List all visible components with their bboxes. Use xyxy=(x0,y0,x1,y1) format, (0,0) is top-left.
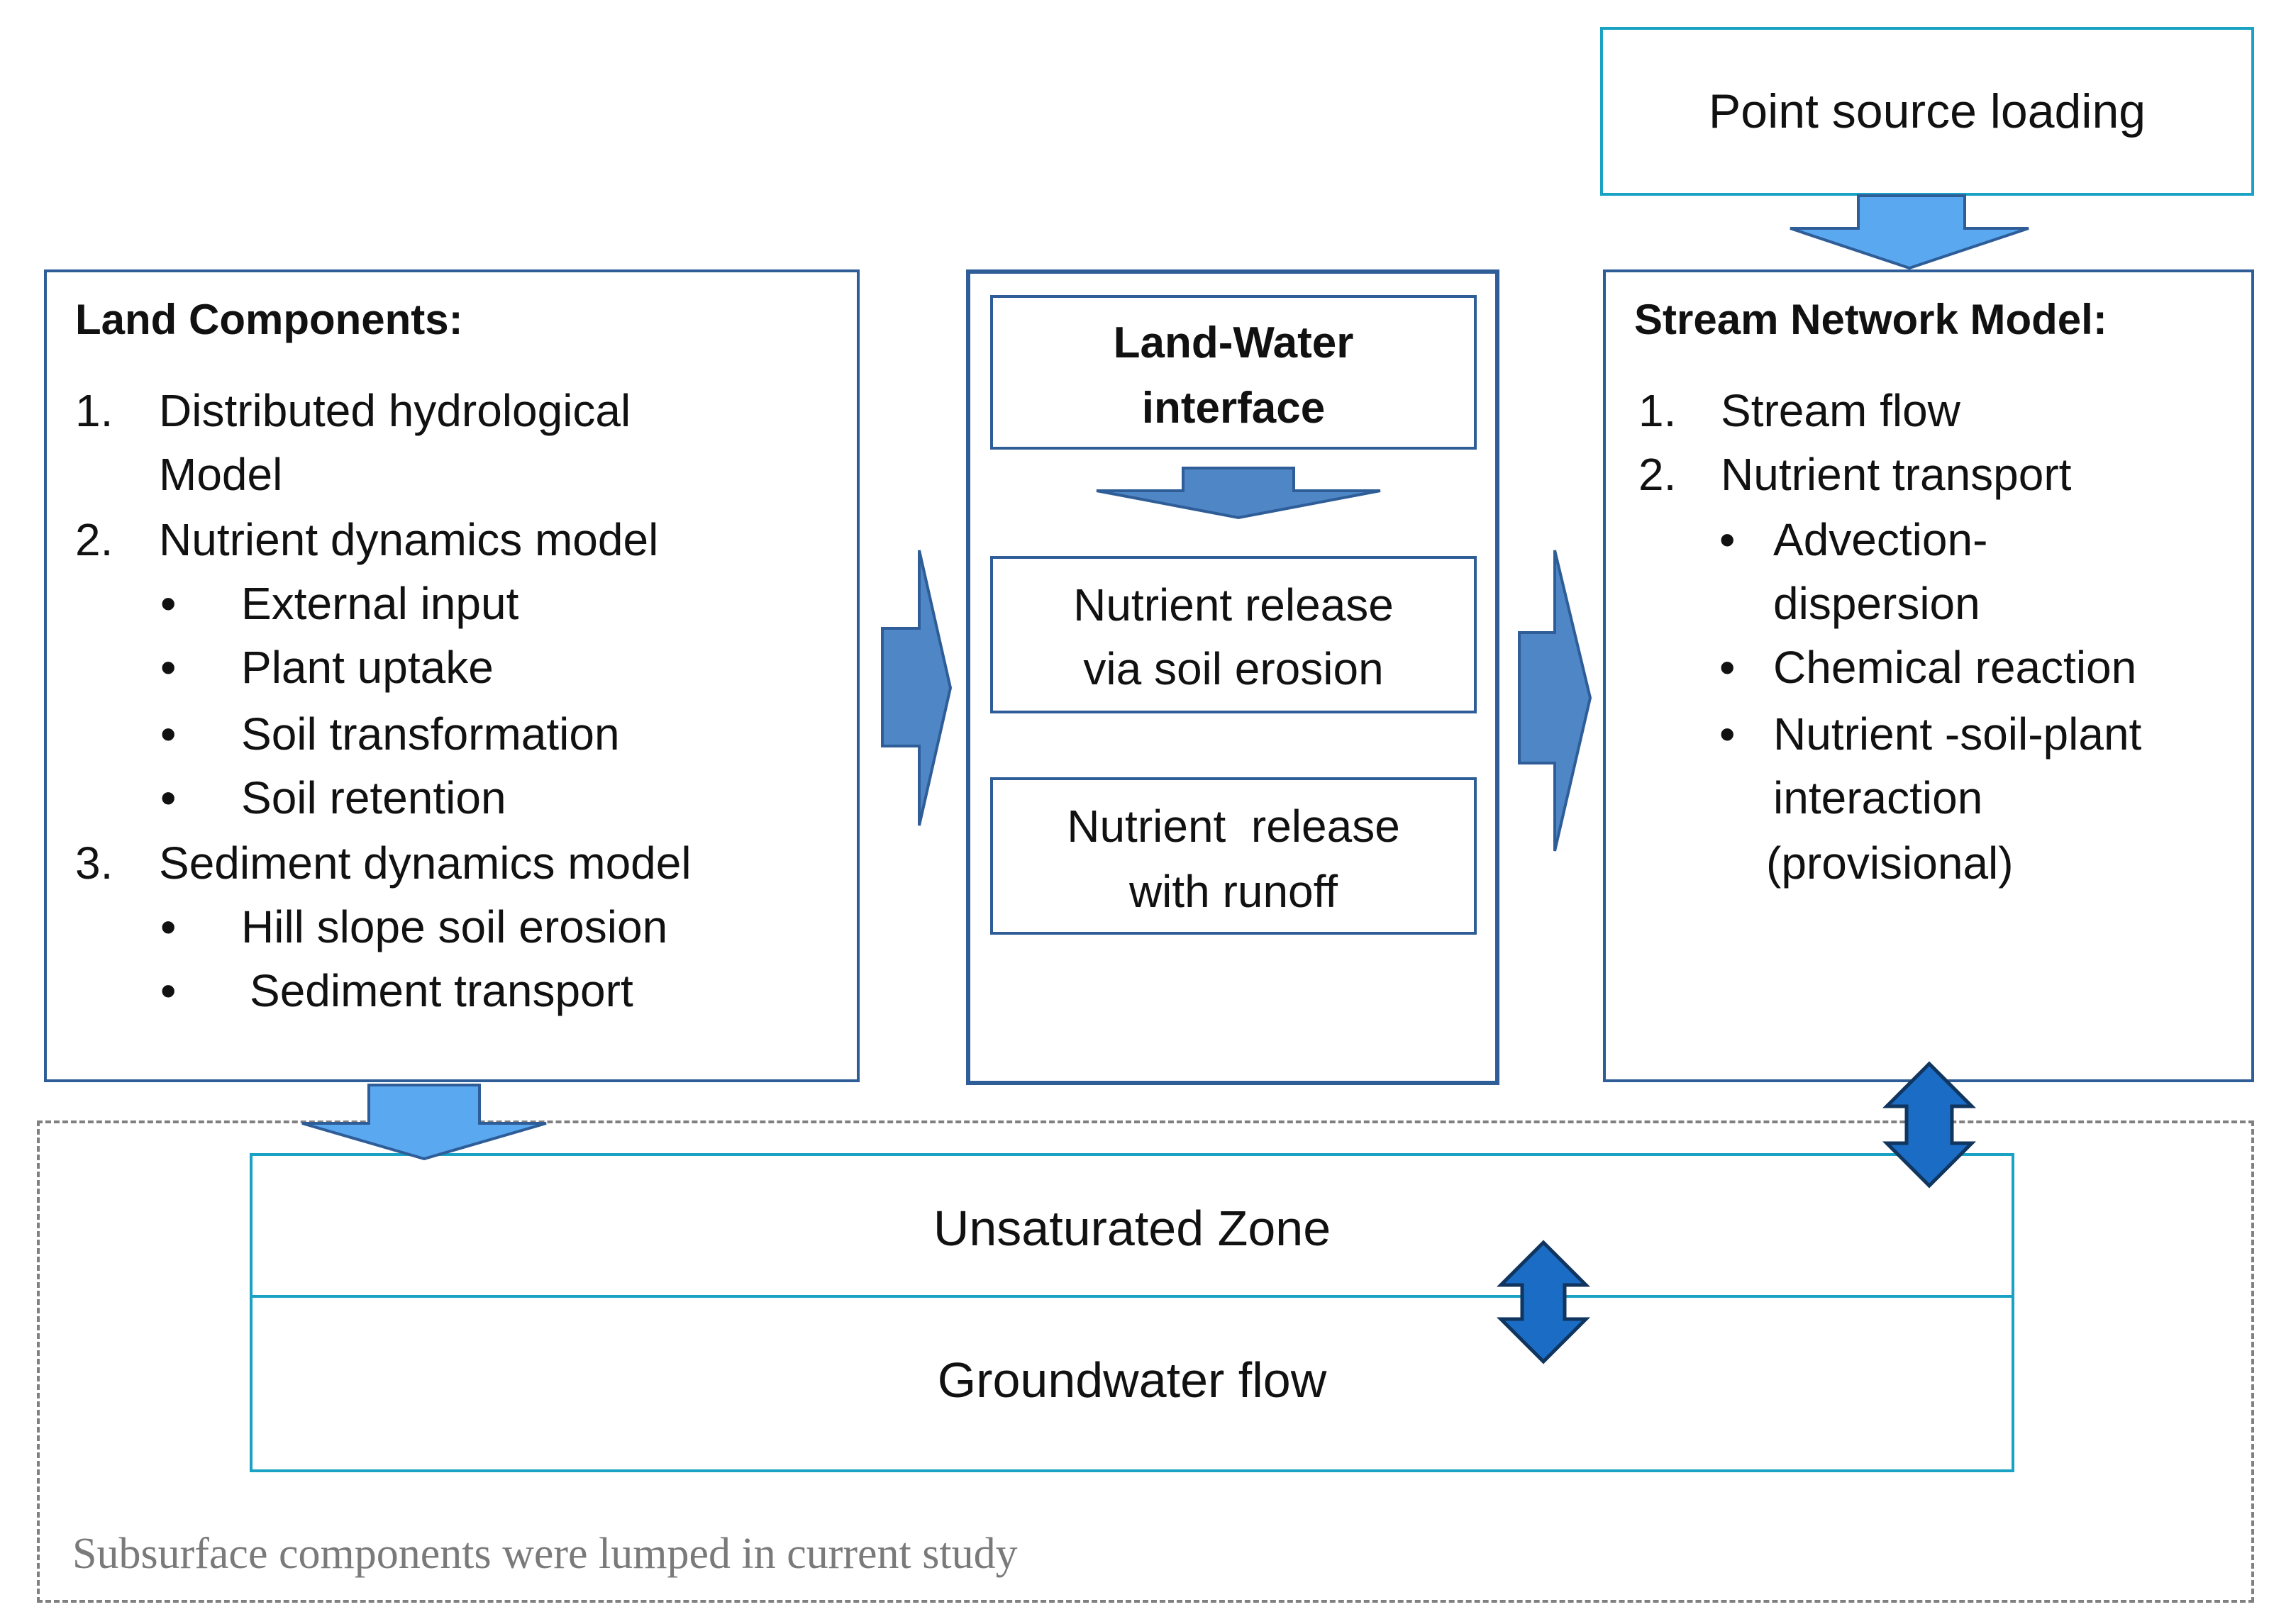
stream-subitem-label: (provisional) xyxy=(1766,838,2014,889)
land-bullet: • xyxy=(160,965,177,1016)
land-bullet: • xyxy=(160,772,177,823)
stream-network-title: Stream Network Model: xyxy=(1634,296,2107,343)
land-subitem-label: Plant uptake xyxy=(241,642,494,693)
stream-bullet: • xyxy=(1719,642,1736,693)
runoff-release-box: Nutrient release with runoff xyxy=(990,777,1477,935)
land-components-title: Land Components: xyxy=(75,296,463,343)
interface-title-box: Land-Water interface xyxy=(990,295,1477,450)
land-subitem-label: Soil transformation xyxy=(241,708,620,760)
erosion-release-label: via soil erosion xyxy=(1083,643,1384,694)
land-subitem-label: Hill slope soil erosion xyxy=(241,901,668,952)
land-bullet: • xyxy=(160,578,177,629)
interface-title: Land-Water xyxy=(1113,318,1354,367)
runoff-release-label: with runoff xyxy=(1128,866,1338,917)
stream-subitem-label: Nutrient -soil-plant xyxy=(1773,708,2142,760)
erosion-release-box: Nutrient release via soil erosion xyxy=(990,556,1477,713)
stream-bullet: • xyxy=(1719,514,1736,565)
land-item-number: 1. xyxy=(75,385,113,436)
land-item-label: Nutrient dynamics model xyxy=(159,514,659,565)
layer-divider xyxy=(253,1295,2012,1298)
stream-subsurface-double-arrow xyxy=(1882,1061,1977,1189)
groundwater-flow-label: Groundwater flow xyxy=(937,1352,1327,1408)
land-item-number: 3. xyxy=(75,838,113,889)
stream-item-number: 2. xyxy=(1638,449,1677,500)
land-subitem-label: Sediment transport xyxy=(250,965,633,1016)
subsurface-note: Subsurface components were lumped in cur… xyxy=(72,1530,1018,1578)
stream-network-box: Stream Network Model: 1. Stream flow 2. … xyxy=(1603,269,2254,1082)
interface-to-stream-arrow xyxy=(1518,550,1592,852)
subsurface-layers-box: Unsaturated Zone Groundwater flow xyxy=(250,1153,2014,1472)
land-subitem-label: Soil retention xyxy=(241,772,506,823)
stream-item-label: Nutrient transport xyxy=(1721,449,2072,500)
stream-item-label: Stream flow xyxy=(1721,385,1960,436)
runoff-release-label: Nutrient release xyxy=(1067,801,1400,852)
land-bullet: • xyxy=(160,901,177,952)
interface-down-arrow xyxy=(1096,467,1381,520)
land-to-interface-arrow xyxy=(881,550,953,826)
unsaturated-groundwater-double-arrow xyxy=(1496,1240,1591,1364)
land-item-label: Sediment dynamics model xyxy=(159,838,692,889)
interface-title: interface xyxy=(1141,384,1326,433)
stream-subitem-label: Advection- xyxy=(1773,514,1988,565)
stream-subitem-label: interaction xyxy=(1773,772,1983,823)
stream-subitem-label: Chemical reaction xyxy=(1773,642,2137,693)
land-bullet: • xyxy=(160,708,177,760)
erosion-release-label: Nutrient release xyxy=(1073,579,1394,630)
land-to-subsurface-arrow xyxy=(301,1084,547,1161)
land-item-label: Distributed hydrological xyxy=(159,385,631,436)
point-source-down-arrow xyxy=(1790,194,2029,270)
stream-subitem-label: dispersion xyxy=(1773,578,1980,629)
point-source-label: Point source loading xyxy=(1708,84,2146,138)
stream-bullet: • xyxy=(1719,708,1736,760)
land-item-label: Model xyxy=(159,449,283,500)
land-components-box: Land Components: 1. Distributed hydrolog… xyxy=(44,269,860,1082)
land-item-number: 2. xyxy=(75,514,113,565)
unsaturated-zone-label: Unsaturated Zone xyxy=(933,1201,1331,1256)
land-bullet: • xyxy=(160,642,177,693)
stream-item-number: 1. xyxy=(1638,385,1677,436)
subsurface-container xyxy=(37,1120,2254,1603)
land-water-interface-box: Land-Water interface Nutrient release vi… xyxy=(966,269,1499,1085)
land-subitem-label: External input xyxy=(241,578,519,629)
